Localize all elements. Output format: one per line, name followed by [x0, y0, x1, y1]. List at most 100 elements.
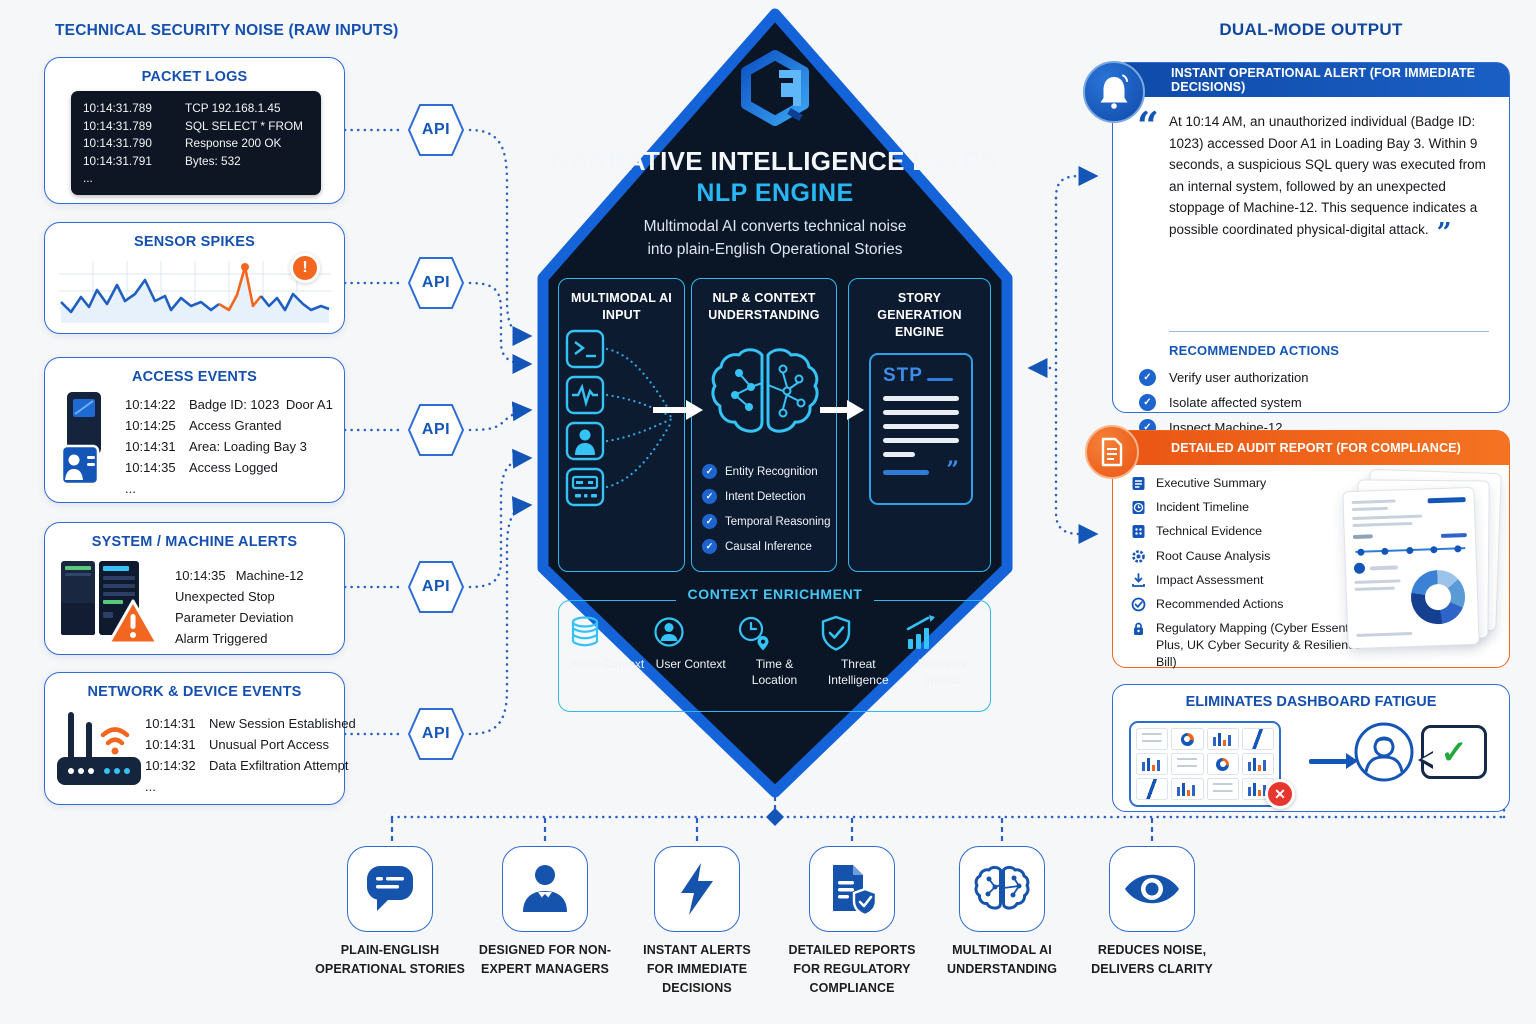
- reject-x-icon: ✕: [1265, 779, 1295, 809]
- api-label: API: [421, 274, 451, 291]
- check-label: Temporal Reasoning: [725, 515, 831, 528]
- log-time: 10:14:31.789: [83, 101, 152, 115]
- check-icon: ✓: [1440, 734, 1468, 770]
- check-icon: ✓: [702, 539, 717, 554]
- narrative-engine-hexagon: NARRATIVE INTELLIGENCE LAYER NLP ENGINE …: [535, 6, 1015, 800]
- alert-line: Unexpected Stop: [175, 589, 275, 604]
- benefit-label: PLAIN-ENGLISH OPERATIONAL STORIES: [315, 943, 465, 976]
- check-label: Causal Inference: [725, 540, 812, 553]
- event-time: 10:14:31: [145, 716, 196, 731]
- context-item: Asset Context: [565, 613, 649, 711]
- document-badge: [1085, 425, 1139, 479]
- user-icon: [654, 617, 684, 647]
- event-text: Access Logged: [189, 460, 278, 475]
- approval-speech-bubble: ✓: [1418, 725, 1487, 779]
- machine-alerts-card: SYSTEM / MACHINE ALERTS 10:14:35 Machine…: [44, 522, 345, 655]
- audit-report-card: DETAILED AUDIT REPORT (FOR COMPLIANCE) E…: [1085, 425, 1510, 670]
- alert-header-bar: INSTANT OPERATIONAL ALERT (FOR IMMEDIATE…: [1113, 63, 1509, 97]
- event-time: 10:14:35: [125, 460, 176, 475]
- fatigue-title: ELIMINATES DASHBOARD FATIGUE: [1185, 694, 1437, 710]
- context-item: Threat Intelligence: [816, 613, 900, 711]
- context-item-label: Time & Location: [751, 657, 798, 687]
- ai-brain-icon: [711, 348, 819, 433]
- quote-open-icon: “: [1137, 103, 1159, 148]
- audit-header-bar: DETAILED AUDIT REPORT (FOR COMPLIANCE): [1113, 431, 1509, 465]
- shield-check-icon: [822, 615, 851, 651]
- badge-reader-icon: [60, 392, 101, 486]
- dashboard-fatigue-card: ELIMINATES DASHBOARD FATIGUE ✕ ✓: [1112, 684, 1510, 812]
- story-document-icon: STP ”: [869, 353, 973, 505]
- document-icon: [1101, 437, 1123, 467]
- check-icon: ✓: [702, 514, 717, 529]
- engine-subtitle: NLP ENGINE: [696, 179, 854, 207]
- recommended-actions-title: RECOMMENDED ACTIONS: [1169, 343, 1340, 358]
- benefit-label: DETAILED REPORTS FOR REGULATORY COMPLIAN…: [788, 943, 916, 995]
- flow-arrow-icon: [653, 400, 703, 420]
- audit-item-label: Technical Evidence: [1156, 524, 1263, 539]
- sensor-spike-chart: [59, 261, 331, 323]
- stage-title: NLP & CONTEXT UNDERSTANDING: [708, 291, 820, 322]
- api-connector: API: [407, 560, 465, 614]
- left-column-title: TECHNICAL SECURITY NOISE (RAW INPUTS): [55, 22, 399, 39]
- event-ellipsis: ...: [125, 481, 136, 496]
- report-pages-illustration: [1339, 468, 1502, 655]
- stage-title: MULTIMODAL AI INPUT: [571, 291, 672, 322]
- check-icon: ✓: [702, 464, 717, 479]
- document-shield-icon: [833, 865, 878, 917]
- stage-title: STORY GENERATION ENGINE: [877, 291, 962, 339]
- donut-chart-illustration: [1410, 569, 1466, 626]
- clock-location-icon: [738, 616, 769, 651]
- card-title: NETWORK & DEVICE EVENTS: [87, 684, 302, 700]
- check-label: Entity Recognition: [725, 465, 818, 478]
- divider: [1169, 331, 1489, 332]
- engine-tagline: Multimodal AI converts technical noise: [643, 218, 907, 235]
- action-item: ✓Isolate affected system: [1139, 394, 1358, 411]
- engine-title: NARRATIVE INTELLIGENCE LAYER: [550, 146, 1000, 176]
- log-text: Bytes: 532: [185, 153, 241, 168]
- manager-avatar-icon: [1354, 722, 1414, 782]
- alert-header: INSTANT OPERATIONAL ALERT (FOR IMMEDIATE…: [1171, 66, 1476, 94]
- context-item-label: Asset Context: [569, 657, 645, 671]
- event-text: Area: Loading Bay 3: [189, 439, 307, 454]
- check-item: ✓ Temporal Reasoning: [702, 514, 832, 529]
- server-alert-icon: [61, 561, 159, 645]
- chat-bubble-icon: [367, 866, 413, 911]
- bell-badge: [1083, 61, 1145, 123]
- stage-multimodal-input: MULTIMODAL AI INPUT: [558, 278, 685, 572]
- context-item: Business Impact: [900, 613, 984, 711]
- check-icon: ✓: [702, 489, 717, 504]
- check-label: Intent Detection: [725, 490, 806, 503]
- sensor-spikes-card: SENSOR SPIKES !: [44, 222, 345, 334]
- alert-quote: “At 10:14 AM, an unauthorized individual…: [1137, 107, 1493, 246]
- impact-arrow-icon: [1132, 573, 1145, 587]
- output-column-title: DUAL-MODE OUTPUT: [1219, 20, 1403, 39]
- event-row: 10:14:35 Access Logged: [125, 457, 333, 478]
- api-connector: API: [407, 103, 465, 157]
- alert-quote-text: At 10:14 AM, an unauthorized individual …: [1169, 114, 1486, 237]
- action-item: ✓Verify user authorization: [1139, 369, 1358, 386]
- quote-close-icon: ”: [946, 457, 959, 483]
- audit-item-label: Executive Summary: [1156, 476, 1267, 490]
- event-text: Badge ID: 1023 Door A1: [189, 397, 333, 412]
- check-item: ✓ Entity Recognition: [702, 464, 832, 479]
- eye-icon: [1125, 874, 1179, 904]
- timeline-clock-icon: [1132, 501, 1145, 515]
- engine-tagline: into plain-English Operational Stories: [647, 241, 903, 258]
- audit-item: Incident Timeline: [1131, 499, 1383, 516]
- audit-item-label: Incident Timeline: [1156, 500, 1249, 515]
- api-connector: API: [407, 707, 465, 761]
- benefit-clarity: [1109, 846, 1195, 932]
- benefit-stories: [347, 846, 433, 932]
- summary-doc-icon: [1132, 477, 1145, 490]
- check-item: ✓ Causal Inference: [702, 539, 832, 554]
- card-title: PACKET LOGS: [141, 69, 248, 85]
- audit-item: Regulatory Mapping (Cyber Essentials Plu…: [1131, 620, 1383, 670]
- context-item-label: Threat Intelligence: [827, 657, 889, 687]
